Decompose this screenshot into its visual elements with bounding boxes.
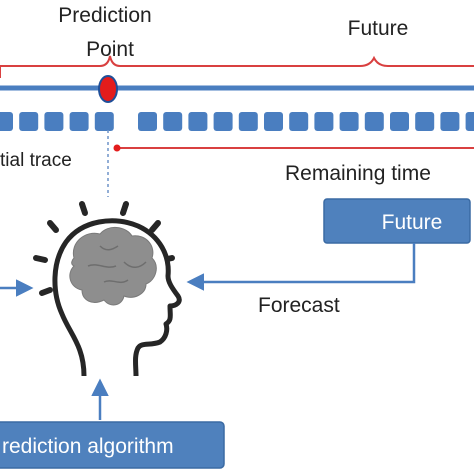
remaining-time-start-dot (113, 144, 121, 152)
event-square-future (213, 112, 233, 131)
event-square-past (19, 112, 39, 131)
brain-folds (87, 245, 147, 284)
forecast-label: Forecast (258, 294, 340, 317)
event-square-future (138, 112, 157, 131)
partial-trace-label: tial trace (0, 150, 72, 171)
prediction-algorithm-box (0, 421, 225, 469)
point-label: Point (86, 38, 134, 61)
future-top-label: Future (348, 17, 409, 40)
event-square-future (163, 112, 183, 131)
event-square-future (415, 112, 435, 131)
prediction-algorithm-label: rediction algorithm (2, 435, 174, 458)
event-square-future (289, 112, 309, 131)
event-square-past (94, 112, 114, 131)
future-box-label: Future (382, 211, 443, 234)
event-square-future (188, 112, 208, 131)
event-square-past (0, 112, 13, 131)
event-square-past (44, 112, 64, 131)
event-square-future (440, 112, 460, 131)
future-box (323, 198, 471, 244)
event-square-future (364, 112, 384, 131)
timeline-brace (0, 55, 474, 78)
event-square-future (465, 112, 474, 131)
remaining-time-label: Remaining time (285, 162, 431, 185)
event-square-future (339, 112, 359, 131)
event-square-future (314, 112, 334, 131)
event-square-future (390, 112, 409, 131)
event-square-past (69, 112, 89, 131)
event-square-future (238, 112, 258, 131)
event-sequence (0, 112, 474, 131)
prediction-point-marker (98, 75, 118, 103)
prediction-label: Prediction (58, 4, 151, 27)
forecast-arrow (186, 243, 416, 291)
head-with-brain-icon (33, 201, 182, 377)
event-square-future (264, 112, 283, 131)
